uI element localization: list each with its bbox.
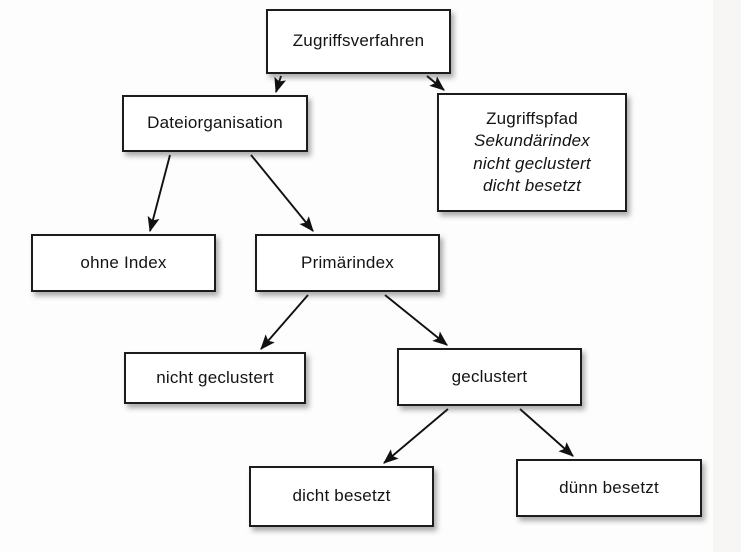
node-label: dicht besetzt (251, 485, 432, 507)
node-label: Primärindex (257, 252, 438, 274)
node-label-line: Sekundärindex (473, 131, 590, 151)
node-label-line: nicht geclustert (156, 367, 274, 387)
edge-geclustert-duenn-besetzt (519, 408, 574, 457)
node-dateiorganisation[interactable]: Dateiorganisation (122, 95, 308, 152)
node-geclustert[interactable]: geclustert (397, 348, 582, 406)
node-label-line: geclustert (451, 366, 528, 386)
node-label: Dateiorganisation (124, 112, 306, 134)
node-label-line: dicht besetzt (292, 486, 391, 506)
node-zugriffsverfahren[interactable]: Zugriffsverfahren (266, 9, 451, 74)
edge-dateiorganisation-primaerindex (250, 154, 314, 232)
node-duenn-besetzt[interactable]: dünn besetzt (516, 459, 702, 517)
node-label: nicht geclustert (126, 367, 304, 389)
background-band (713, 0, 741, 552)
node-label-line: Primärindex (301, 252, 394, 272)
node-label-line: Zugriffspfad (486, 108, 578, 128)
node-label: Zugriffsverfahren (268, 30, 449, 52)
node-label: geclustert (399, 366, 580, 388)
node-label-line: ohne Index (80, 252, 167, 272)
edge-geclustert-dicht-besetzt (383, 408, 449, 464)
node-ohne-index[interactable]: ohne Index (31, 234, 216, 292)
node-label-line: Zugriffsverfahren (292, 31, 425, 51)
node-label-line: dicht besetzt (482, 175, 582, 195)
edge-primaerindex-geclustert (384, 294, 448, 346)
edge-zugriffsverfahren-zugriffspfad (426, 75, 445, 91)
node-dicht-besetzt[interactable]: dicht besetzt (249, 466, 434, 527)
node-nicht-geclustert[interactable]: nicht geclustert (124, 352, 306, 404)
edge-dateiorganisation-ohne-index (147, 154, 171, 233)
node-label: dünn besetzt (518, 477, 700, 499)
node-primaerindex[interactable]: Primärindex (255, 234, 440, 292)
node-label-line: dünn besetzt (559, 477, 659, 497)
edge-zugriffsverfahren-dateiorganisation (274, 75, 286, 94)
node-label-line: Dateiorganisation (147, 113, 283, 133)
edge-primaerindex-nicht-geclustert (260, 294, 309, 350)
node-label-line: nicht geclustert (473, 153, 591, 173)
node-label: ohne Index (33, 252, 214, 274)
